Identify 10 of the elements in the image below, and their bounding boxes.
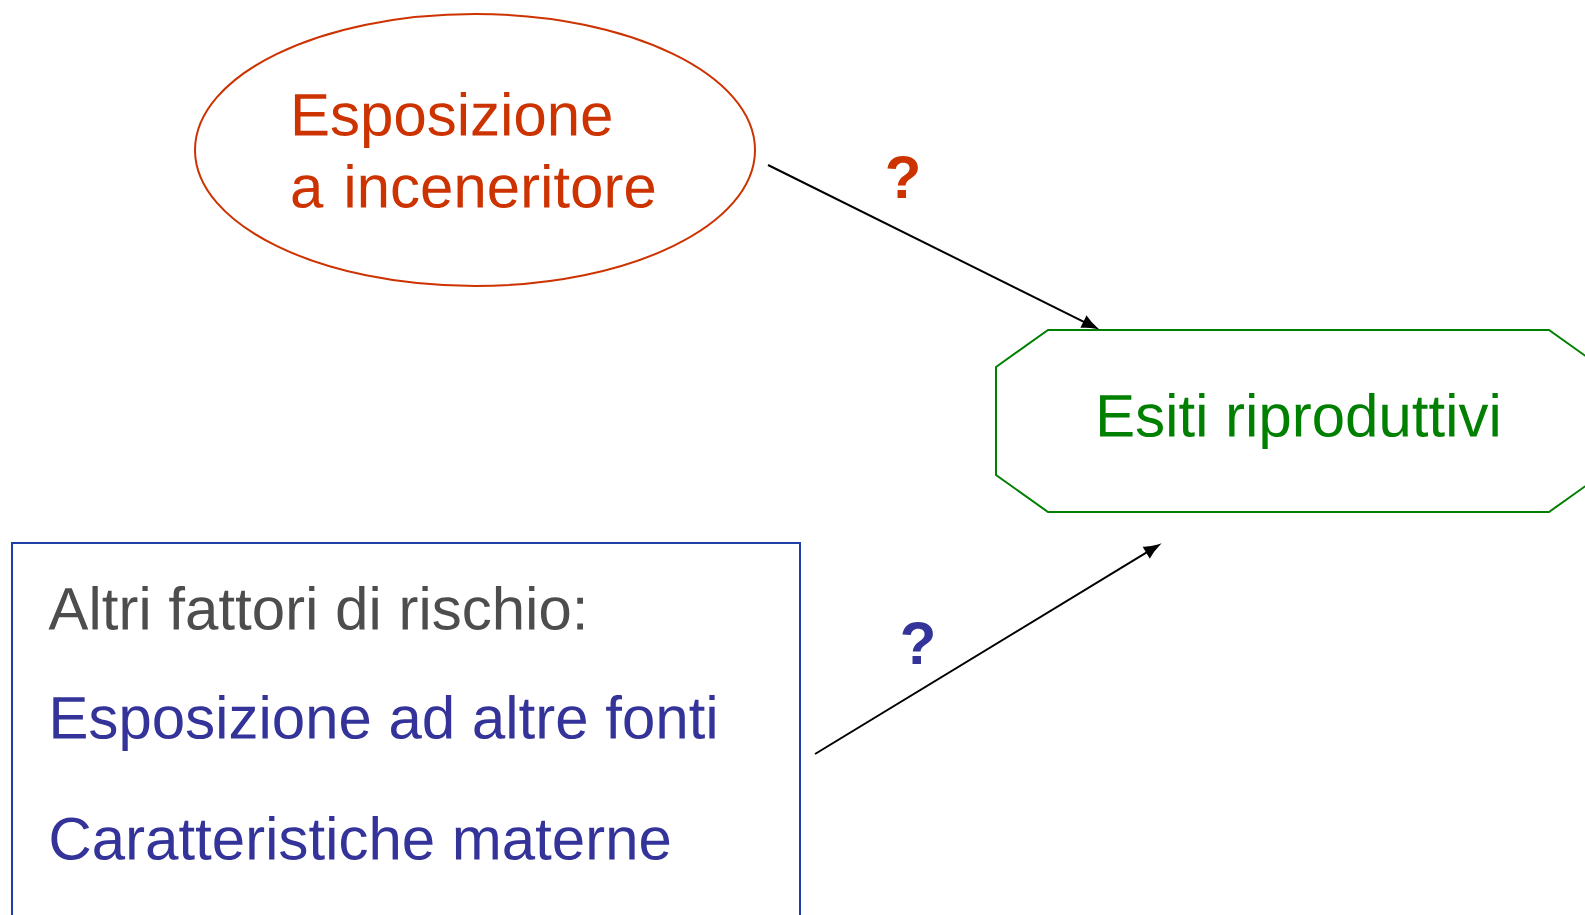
- arrow: [814, 544, 1160, 755]
- question-mark: ?: [902, 622, 933, 664]
- arrow: [767, 164, 1098, 329]
- box-text: Caratteristiche materne: [51, 815, 670, 861]
- question-mark: ?: [887, 156, 918, 198]
- box-text: Altri fattori di rischio:: [48, 585, 583, 631]
- box-text: Esposizione ad altre fonti: [53, 695, 715, 751]
- text-box: [11, 542, 801, 915]
- octagon-node: Esiti riproduttivi: [995, 329, 1585, 513]
- ellipse-node: Esposizione a inceneritore: [194, 13, 756, 287]
